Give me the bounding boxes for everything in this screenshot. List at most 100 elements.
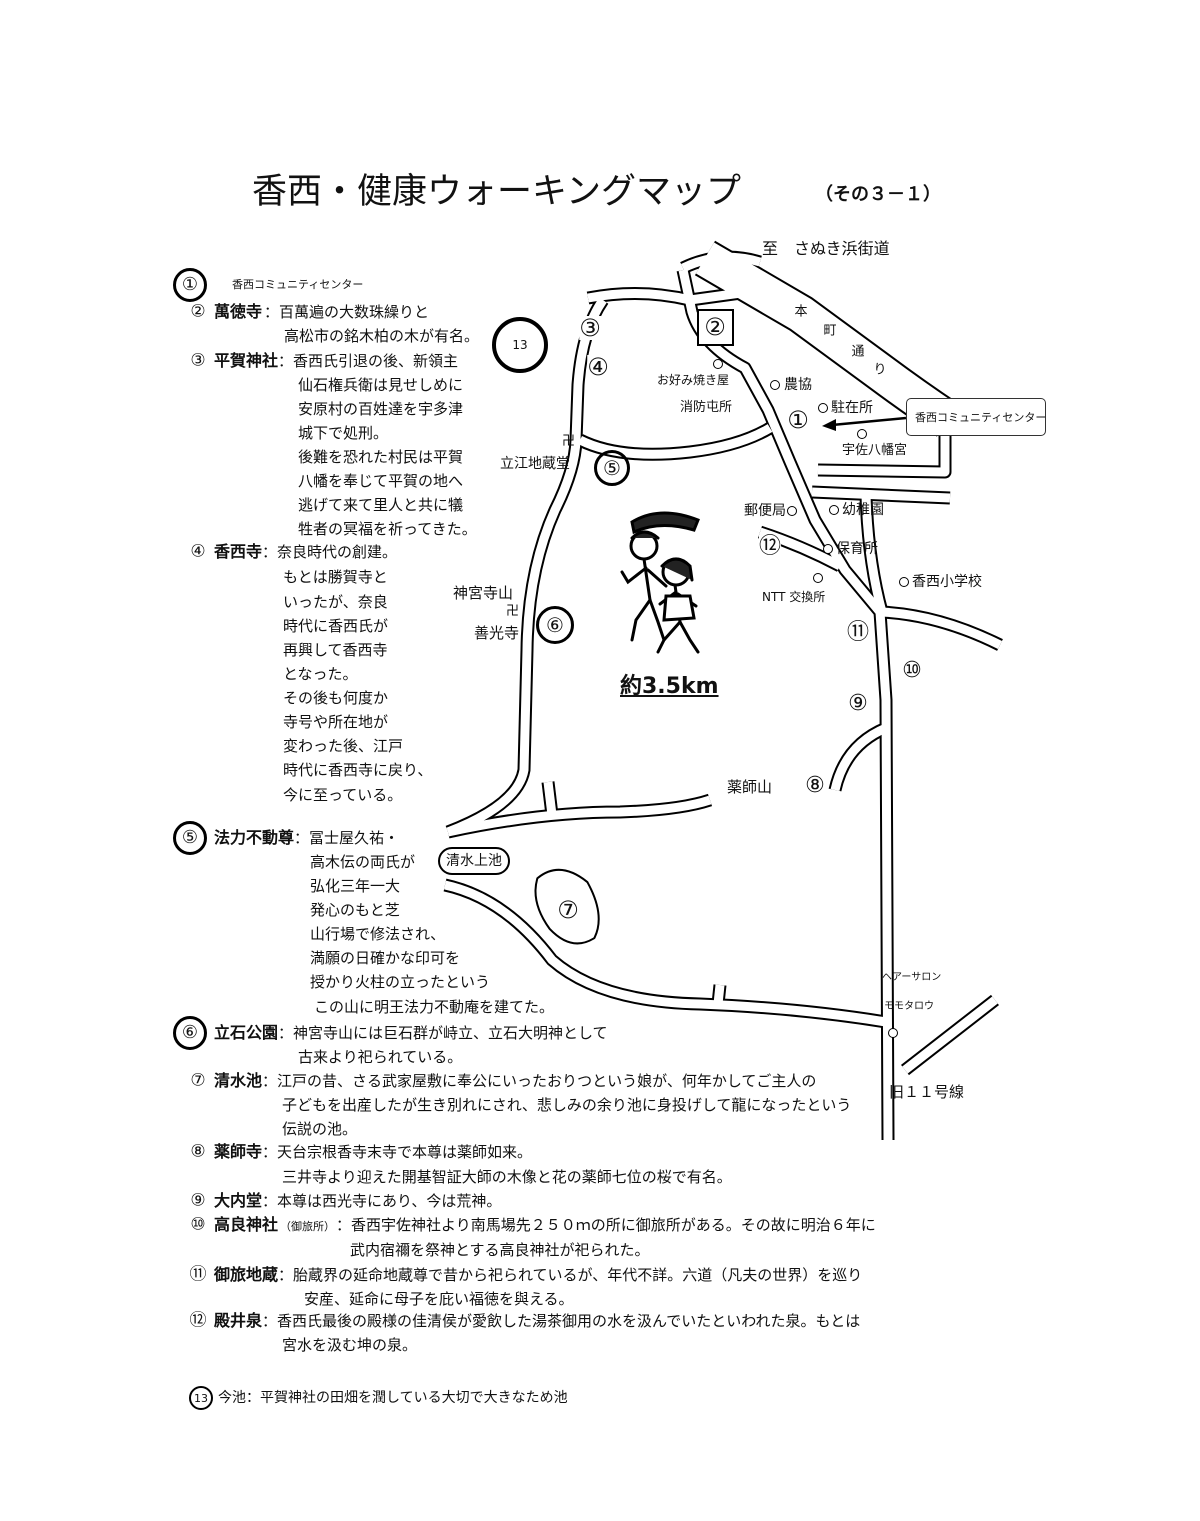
to-sanuki-hama-highway-label: 至 さぬき浜街道 (762, 239, 890, 258)
landmark-marker-icon (787, 506, 797, 516)
legend-line: 三井寺より迎えた開基智証大師の木像と花の薬師七位の桜で有名。 (282, 1168, 732, 1186)
map-marker-1: ① (787, 406, 809, 434)
map-marker-9: ⑨ (848, 691, 868, 716)
legend-line: 子どもを出産したが生き別れにされ、悲しみの余り池に身投げして龍になったという (282, 1096, 852, 1114)
tatee-jizodo-label: 立江地蔵堂 (500, 456, 570, 472)
map-marker-10: ⑩ (902, 658, 922, 683)
legend-name: 御旅地蔵 (214, 1265, 279, 1284)
legend-line: ：平賀神社の田畑を潤している大切で大きなため池 (246, 1390, 568, 1406)
map-marker-3: ③ (579, 314, 601, 342)
legend-number: ⑦ (190, 1070, 206, 1091)
legend-line: いったが、奈良 (283, 593, 388, 611)
legend-name: 薬師寺 (214, 1142, 263, 1161)
landmark-marker-icon (899, 577, 909, 587)
legend-line: ：百萬遍の大数珠繰りと (264, 303, 430, 321)
walking-couple-illustration (620, 511, 700, 654)
legend-line: この山に明王法力不動庵を建てた。 (314, 998, 555, 1016)
legend-number: ⑪ (189, 1264, 207, 1285)
street-name-char: 町 (823, 323, 837, 339)
legend-number: ⑨ (190, 1190, 206, 1211)
legend-line: ：本尊は西光寺にあり、今は荒神。 (262, 1192, 502, 1210)
legend-line: 安産、延命に母子を庇い福徳を與える。 (304, 1290, 574, 1308)
legend-line: ：神宮寺山には巨石群が峙立、立石大明神として (278, 1024, 608, 1042)
hair-salon-name: モモタロウ (884, 1001, 934, 1012)
legend-note: （御旅所） (280, 1220, 335, 1233)
page-subtitle: （その３－１） (815, 184, 941, 205)
temple-mark-icon: 卍 (562, 434, 576, 449)
legend-line: 再興して香西寺 (283, 641, 388, 659)
legend-line: もとは勝賀寺と (283, 568, 388, 586)
legend-name: 萬徳寺 (214, 302, 263, 321)
legend-name: 清水池 (214, 1071, 263, 1090)
kindergarten-label: 幼稚園 (842, 502, 884, 518)
legend-line: 山行場で修法され、 (310, 925, 446, 943)
legend-line: ：胎蔵界の延命地蔵尊で昔から祀られているが、年代不詳。六道（凡夫の世界）を巡り (278, 1266, 863, 1284)
legend-line: ：奈良時代の創建。 (262, 543, 398, 561)
legend-line: ：香西宇佐神社より南馬場先２５０ｍの所に御旅所がある。その故に明治６年に (336, 1216, 876, 1234)
legend-line: 寺号や所在地が (283, 713, 389, 731)
legend-line: ：香西氏引退の後、新領主 (278, 352, 459, 370)
callout-arrow-icon (822, 416, 907, 431)
map-marker-11: ⑪ (846, 620, 870, 645)
legend-line: 高木伝の両氏が (310, 853, 416, 871)
legend-line: ：香西氏最後の殿様の佳清侯が愛飲した湯茶御用の水を汲んでいたといわれた泉。もとは (262, 1312, 861, 1330)
legend-line: 時代に香西寺に戻り、 (283, 761, 433, 779)
legend-name: 立石公園 (214, 1023, 279, 1042)
legend-number: ③ (190, 350, 206, 371)
landmark-marker-icon (888, 1028, 898, 1038)
legend-line: 逃げて来て里人と共に犠 (298, 496, 464, 514)
ntt-exchange-label: NTT 交換所 (762, 590, 826, 604)
legend-name: 香西コミュニティセンター (232, 278, 364, 291)
legend-line: その後も何度か (283, 689, 389, 707)
landmark-marker-icon (813, 573, 823, 583)
fire-station-label: 消防屯所 (680, 400, 733, 415)
legend-number: ④ (190, 541, 206, 562)
legend-line: 後難を恐れた村民は平賀 (298, 448, 464, 466)
legend-marker-circle: ⑤ (173, 821, 207, 855)
legend-line: 安原村の百姓達を宇多津 (298, 400, 464, 418)
legend-line: 古来より祀られている。 (298, 1048, 463, 1066)
legend-marker-circle: ⑥ (173, 1016, 207, 1050)
legend-line: ：冨士屋久祐・ (294, 829, 400, 847)
legend-line: となった。 (283, 665, 358, 683)
landmark-marker-icon (770, 380, 780, 390)
legend-number: ⑧ (190, 1141, 206, 1162)
mantokuji-outline (697, 309, 734, 346)
landmark-marker-icon (818, 403, 828, 413)
legend-line: 弘化三年一大 (310, 877, 401, 895)
landmark-marker-icon (829, 505, 839, 515)
nursery-label: 保育所 (836, 541, 878, 557)
street-name-char: り (873, 362, 887, 378)
legend-number: ⑫ (189, 1310, 207, 1331)
hair-salon-label: ヘアーサロン (882, 972, 942, 983)
usa-hachimangu-label: 宇佐八幡宮 (842, 443, 908, 458)
legend-line: 八幡を奉じて平賀の地へ (298, 472, 464, 490)
legend-marker-circle: ① (173, 268, 207, 302)
map-marker-12: ⑫ (758, 534, 782, 559)
shimizu-kamiike-label: 清水上池 (438, 847, 510, 875)
course-distance: 約3.5km (620, 674, 719, 699)
legend-number: ② (190, 301, 206, 322)
map-marker-7: ⑦ (557, 896, 579, 924)
legend-line: 満願の日確かな印可を (310, 949, 461, 967)
landmark-marker-icon (857, 429, 867, 439)
legend-name: 高良神社 (214, 1215, 279, 1234)
legend-line: ：天台宗根香寺末寺で本尊は薬師如来。 (262, 1143, 533, 1161)
landmark-marker-icon (713, 359, 723, 369)
legend-name: 香西寺 (214, 542, 263, 561)
legend-line: 宮水を汲む坤の泉。 (282, 1336, 418, 1354)
zenkoji-label: 善光寺 (474, 624, 520, 642)
map-marker-2: ② (704, 313, 726, 341)
map-marker-5: ⑤ (594, 450, 630, 486)
community-center-callout: 香西コミュニティセンター (906, 398, 1046, 436)
map-marker-4: ④ (587, 353, 609, 381)
school-label: 香西小学校 (912, 574, 982, 590)
legend-line: 仙石権兵衛は見せしめに (298, 376, 464, 394)
legend-name: 今池 (218, 1390, 246, 1406)
legend-line: ：江戸の昔、さる武家屋敷に奉公にいったおりつという娘が、何年かしてご主人の (262, 1072, 817, 1090)
map-marker-13: 13 (492, 317, 548, 373)
okonomiyaki-label: お好み焼き屋 (657, 373, 730, 387)
legend-line: 武内宿禰を祭神とする高良神社が祀られた。 (350, 1241, 650, 1259)
